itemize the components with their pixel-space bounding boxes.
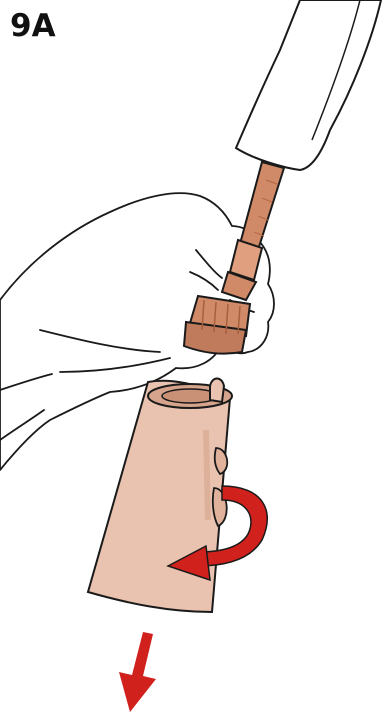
spray-head bbox=[88, 379, 232, 613]
pull-down-arrow-icon bbox=[119, 632, 156, 712]
faucet-spout bbox=[236, 0, 381, 170]
